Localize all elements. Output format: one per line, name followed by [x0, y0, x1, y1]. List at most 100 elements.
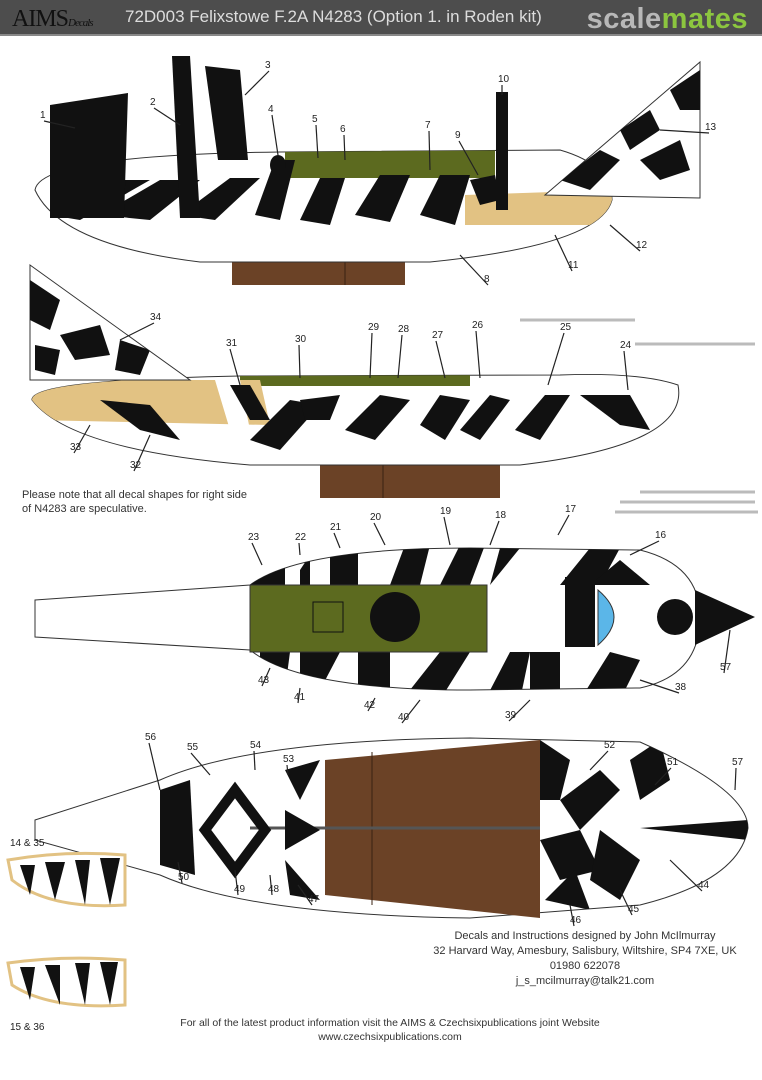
callout-21: 21 — [330, 522, 342, 549]
leader-line — [401, 699, 421, 724]
decal-10 — [496, 92, 508, 210]
callout-51: 51 — [654, 757, 679, 786]
scalemates-watermark: scalemates — [586, 3, 748, 35]
leader-line — [133, 434, 151, 472]
phone: 01980 622078 — [549, 960, 621, 972]
leader-line — [734, 767, 737, 791]
callout-number: 22 — [295, 532, 307, 543]
speculative-note: Please note that all decal shapes for ri… — [22, 488, 292, 516]
callout-44: 44 — [669, 859, 710, 892]
footer: For all of the latest product informatio… — [100, 1016, 680, 1044]
leader-line — [333, 532, 341, 549]
callout-number: 5 — [312, 114, 318, 125]
leader-line — [367, 697, 376, 712]
callout-17: 17 — [557, 504, 577, 536]
callout-30: 30 — [295, 334, 307, 379]
leader-line — [190, 752, 211, 776]
callout-8: 8 — [459, 254, 490, 286]
callout-25: 25 — [547, 322, 572, 386]
leader-line — [369, 332, 373, 379]
leader-line — [557, 514, 570, 536]
leader-line — [229, 348, 241, 386]
callout-number: 2 — [150, 97, 156, 108]
callout-number: 50 — [178, 872, 190, 883]
leader-line — [261, 667, 271, 687]
callout-16: 16 — [629, 530, 667, 556]
callout-number: 24 — [620, 340, 632, 351]
callout-number: 52 — [604, 740, 616, 751]
leader-line — [271, 114, 279, 156]
callout-41: 41 — [294, 687, 306, 704]
leader-line — [654, 767, 672, 786]
leader-line — [298, 542, 301, 556]
leader-line — [315, 124, 319, 159]
olive-panel-top — [249, 584, 488, 653]
header-bar: AIMSDecals 72D003 Felixstowe F.2A N4283 … — [0, 0, 762, 36]
callout-47: 47 — [297, 884, 320, 906]
callout-number: 6 — [340, 124, 346, 135]
leader-line — [475, 330, 481, 379]
callout-number: 10 — [498, 74, 510, 85]
leader-line — [269, 874, 273, 896]
top-view — [34, 547, 755, 691]
small-notes — [520, 318, 758, 514]
callout-number: 28 — [398, 324, 410, 335]
address-line: 32 Harvard Way, Amesbury, Salisbury, Wil… — [433, 945, 737, 957]
leader-line — [589, 750, 609, 771]
leader-line — [435, 340, 446, 379]
callout-23: 23 — [248, 532, 263, 566]
callout-number: 17 — [565, 504, 577, 515]
callout-number: 9 — [455, 130, 461, 141]
decal-3 — [205, 66, 248, 160]
callout-57: 57 — [720, 629, 732, 674]
email: j_s_mcilmurray@talk21.com — [515, 975, 655, 987]
callout-1435: 14 & 35 — [10, 838, 45, 849]
callout-number: 7 — [425, 120, 431, 131]
leader-line — [297, 884, 313, 906]
callout-52: 52 — [589, 740, 616, 771]
decal-2 — [172, 56, 200, 218]
callout-26: 26 — [472, 320, 484, 379]
callout-33: 33 — [70, 424, 91, 454]
leader-line — [244, 70, 270, 96]
callout-20: 20 — [370, 512, 386, 546]
callout-7: 7 — [425, 120, 431, 171]
callout-number: 21 — [330, 522, 342, 533]
callout-number: 38 — [675, 682, 687, 693]
callout-49: 49 — [234, 869, 246, 896]
callout-number: 53 — [283, 754, 295, 765]
callout-number: 11 — [568, 260, 579, 271]
callout-number: 30 — [295, 334, 307, 345]
leader-line — [458, 140, 479, 176]
decal-1 — [50, 93, 128, 218]
designer-line: Decals and Instructions designed by John… — [454, 930, 716, 942]
leader-line — [253, 750, 256, 771]
footer-url: www.czechsixpublications.com — [318, 1031, 462, 1043]
callout-number: 12 — [636, 240, 648, 251]
callout-39: 39 — [505, 699, 531, 722]
leader-line — [609, 224, 641, 252]
callout-number: 23 — [248, 532, 260, 543]
callout-number: 27 — [432, 330, 444, 341]
callout-number: 40 — [398, 712, 410, 723]
leader-line — [73, 424, 91, 454]
callout-27: 27 — [432, 330, 446, 379]
callout-3: 3 — [244, 60, 271, 96]
callout-24: 24 — [620, 340, 632, 391]
callout-22: 22 — [295, 532, 307, 556]
leader-line — [623, 350, 629, 391]
callout-18: 18 — [489, 510, 507, 546]
callout-number: 55 — [187, 742, 199, 753]
leader-line — [251, 542, 263, 566]
callout-number: 26 — [472, 320, 484, 331]
callout-32: 32 — [130, 434, 151, 472]
callout-number: 3 — [265, 60, 271, 71]
leader-line — [669, 859, 703, 892]
leader-line — [489, 520, 500, 546]
callout-11: 11 — [554, 234, 579, 272]
callout-number: 57 — [720, 662, 732, 673]
leader-line — [43, 120, 76, 129]
callout-number: 31 — [226, 338, 238, 349]
